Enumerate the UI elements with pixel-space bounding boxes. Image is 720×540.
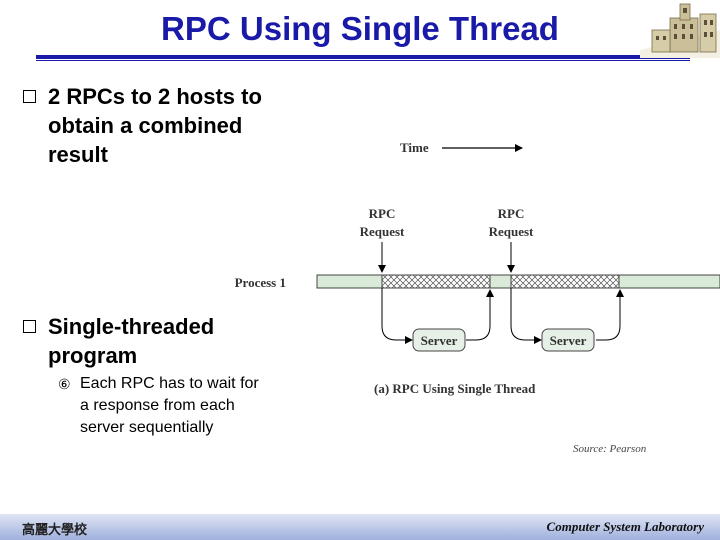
bullet-1: 2 RPCs to 2 hosts to obtain a combined r… bbox=[48, 82, 262, 169]
bullet-2-line-1: Single-threaded bbox=[48, 314, 215, 339]
rpc-request-1-line-2: Request bbox=[360, 224, 405, 239]
server-2-label: Server bbox=[550, 333, 587, 348]
rpc-request-2-line-1: RPC bbox=[498, 206, 525, 221]
rpc-single-thread-diagram: Time RPC Request RPC Request Process 1 S… bbox=[235, 140, 720, 396]
bullet-2-line-2: program bbox=[48, 343, 138, 368]
call-path-1 bbox=[381, 288, 413, 344]
footer-university-name: 高麗大學校 bbox=[22, 522, 88, 537]
sub-bullet: Each RPC has to wait for a response from… bbox=[80, 373, 259, 439]
process-1-label: Process 1 bbox=[235, 275, 286, 290]
sub-bullet-line-3: server sequentially bbox=[80, 419, 214, 436]
blocked-segment-2 bbox=[510, 274, 620, 289]
blocked-segment-1 bbox=[381, 274, 491, 289]
sub-bullet-line-1: Each RPC has to wait for bbox=[80, 375, 259, 392]
server-2-box bbox=[541, 328, 595, 352]
server-1-box bbox=[412, 328, 466, 352]
bullet-1-line-1: 2 RPCs to 2 hosts to bbox=[48, 84, 262, 109]
source-credit: Source: Pearson bbox=[573, 443, 647, 455]
bullet-2: Single-threaded program bbox=[48, 312, 214, 370]
title-underline bbox=[36, 55, 690, 59]
rpc-request-1-line-1: RPC bbox=[369, 206, 396, 221]
footer-lab-name: Computer System Laboratory bbox=[546, 519, 704, 534]
bullet-1-line-3: result bbox=[48, 142, 108, 167]
sub-bullet-line-2: a response from each bbox=[80, 397, 235, 414]
time-label: Time bbox=[400, 140, 429, 155]
return-path-2 bbox=[596, 289, 624, 341]
bullet-box-icon bbox=[23, 320, 36, 333]
slide-title: RPC Using Single Thread bbox=[161, 10, 559, 47]
call-path-2 bbox=[510, 288, 542, 344]
rpc-request-2-line-2: Request bbox=[489, 224, 534, 239]
university-building-logo bbox=[640, 3, 720, 58]
server-1-label: Server bbox=[421, 333, 458, 348]
bullet-1-line-2: obtain a combined bbox=[48, 113, 243, 138]
sub-bullet-icon: ⑥ bbox=[58, 376, 71, 392]
bullet-box-icon bbox=[23, 90, 36, 103]
return-path-1 bbox=[466, 289, 494, 341]
title-underline-thin bbox=[36, 60, 690, 61]
diagram-caption: (a) RPC Using Single Thread bbox=[374, 381, 536, 396]
footer-bar: 高麗大學校 Computer System Laboratory bbox=[0, 514, 720, 540]
